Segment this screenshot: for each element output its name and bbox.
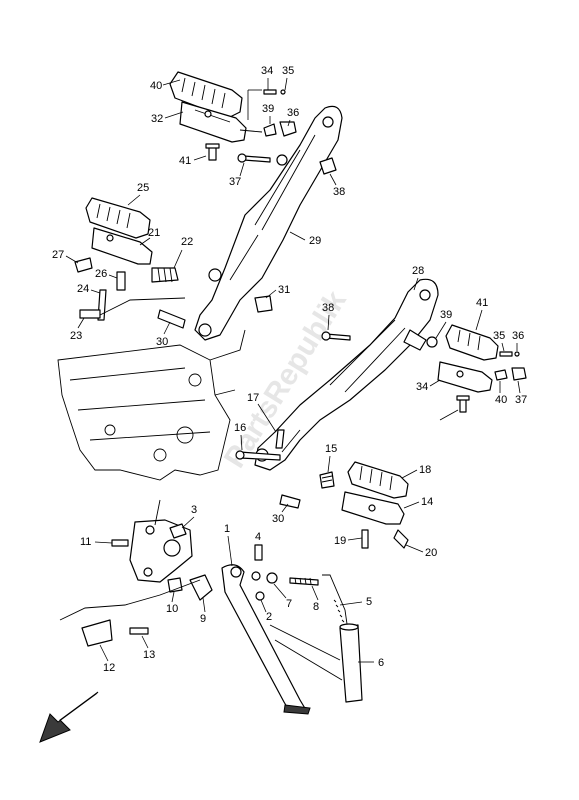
callout-37b: 38	[322, 302, 334, 314]
callout-11: 11	[80, 536, 91, 548]
front-footrest-hardware-left	[74, 257, 273, 329]
callout-23: 23	[70, 330, 82, 342]
callout-22: 22	[181, 236, 193, 248]
callout-35b: 36	[512, 330, 524, 342]
callout-9: 9	[200, 613, 206, 625]
callout-37a: 37	[229, 176, 241, 188]
callout-1: 1	[224, 523, 230, 535]
callout-10: 10	[166, 603, 178, 615]
callout-34a: 34	[261, 65, 273, 77]
callout-36a: 36	[287, 107, 299, 119]
callout-30a: 30	[156, 336, 168, 348]
callout-17: 17	[247, 392, 259, 404]
callout-38a: 38	[333, 186, 345, 198]
callout-24: 24	[77, 283, 89, 295]
side-stand-bracket	[129, 519, 193, 583]
rear-footpeg-rubber-left	[169, 71, 243, 119]
rear-footrest-hardware-right	[321, 331, 527, 413]
front-footrest-right	[341, 491, 405, 525]
callout-20: 20	[425, 547, 437, 559]
callout-35a: 35	[282, 65, 294, 77]
callout-41a: 41	[179, 155, 191, 167]
callout-13: 13	[143, 649, 155, 661]
callout-14: 14	[421, 496, 433, 508]
front-footpeg-rubber-right	[347, 461, 409, 499]
side-stand-leg	[221, 564, 311, 715]
rear-footrest-right	[437, 361, 493, 393]
callout-19: 19	[334, 535, 346, 547]
callout-29: 29	[309, 235, 321, 247]
side-stand-spring-hardware	[251, 544, 351, 646]
callout-31: 31	[278, 284, 290, 296]
callout-40b: 41	[476, 297, 488, 309]
side-stand-hardware	[59, 499, 213, 647]
callout-38b: 39	[440, 309, 452, 321]
callout-4: 4	[255, 531, 261, 543]
side-stand-cover	[269, 623, 363, 703]
callout-32: 34	[416, 381, 428, 393]
callout-30b: 30	[272, 513, 284, 525]
callout-26: 26	[95, 268, 107, 280]
callout-27: 27	[52, 249, 64, 261]
callout-39b: 40	[495, 394, 507, 406]
callout-2: 2	[266, 611, 272, 623]
callout-40a: 40	[150, 80, 162, 92]
callout-8: 8	[313, 601, 319, 613]
callout-34b: 35	[493, 330, 505, 342]
rear-footrest-left	[179, 101, 263, 143]
callout-15: 15	[325, 443, 337, 455]
front-footpeg-rubber-left	[85, 197, 151, 239]
callout-36b: 37	[515, 394, 527, 406]
rear-footpeg-rubber-right	[445, 324, 499, 361]
callout-6: 6	[378, 657, 384, 669]
rear-footrest-bracket-left	[194, 105, 343, 341]
front-direction-arrow-icon	[39, 691, 99, 743]
callout-12: 12	[103, 662, 115, 674]
callout-25: 25	[137, 182, 149, 194]
front-footrest-left	[91, 227, 153, 265]
callout-labels: 40 32 34 35 39 36 41 37 38 25 21 22 27 2…	[52, 65, 527, 674]
callout-5: 5	[366, 596, 372, 608]
callout-28: 28	[412, 265, 424, 277]
frame-outline-ghost	[57, 329, 246, 481]
callout-33: 32	[151, 113, 163, 125]
callout-39a: 39	[262, 103, 274, 115]
callout-21: 21	[148, 227, 160, 239]
callout-3: 3	[191, 504, 197, 516]
callout-7: 7	[286, 598, 292, 610]
front-footrest-hardware-right	[235, 429, 409, 549]
callout-16: 16	[234, 422, 246, 434]
callout-18: 18	[419, 464, 431, 476]
